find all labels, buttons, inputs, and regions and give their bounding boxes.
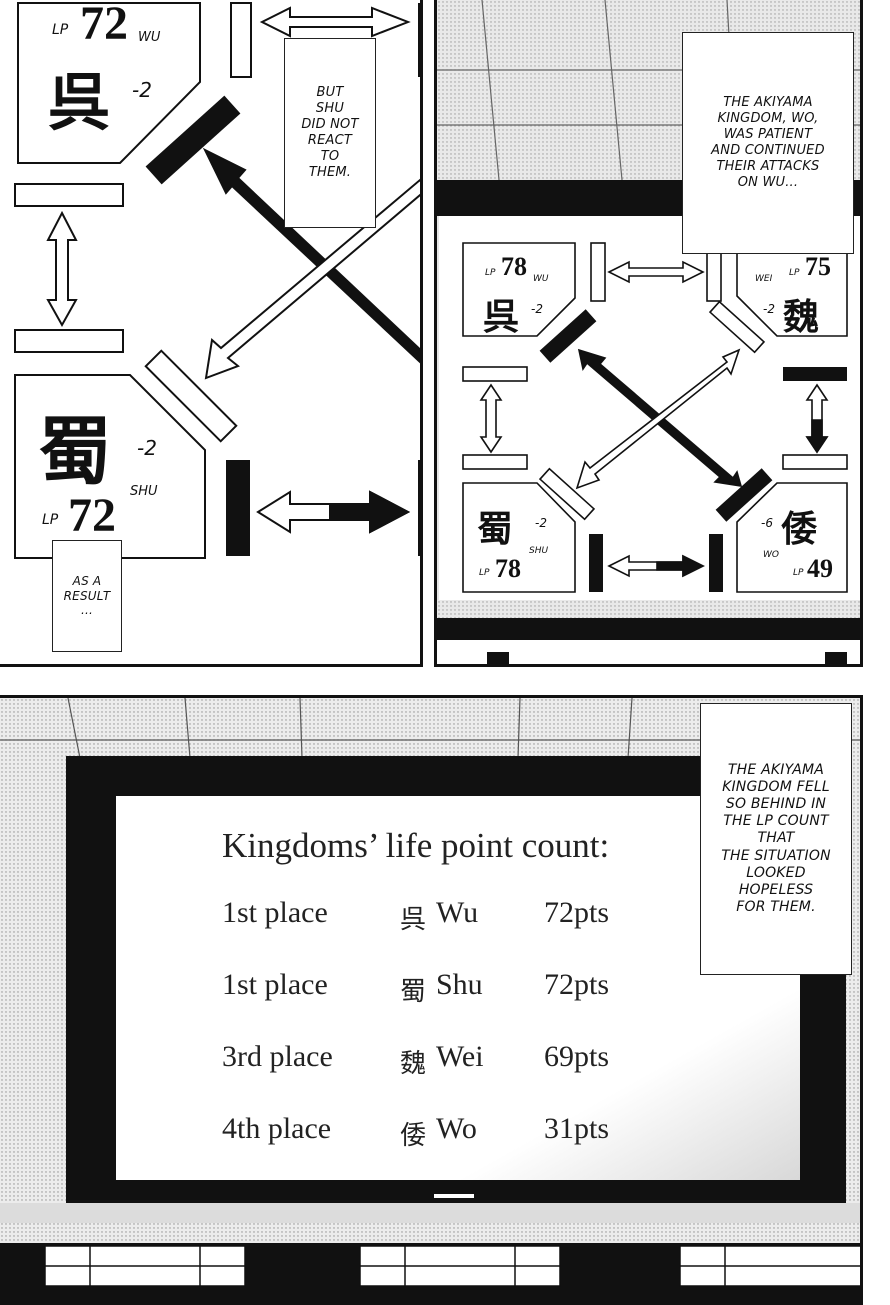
shu-small-kanji: 蜀	[477, 508, 514, 550]
place: 3rd place	[222, 1040, 333, 1073]
place: 1st place	[222, 896, 328, 929]
wall	[14, 329, 124, 353]
wei-small-delta: -2	[763, 302, 775, 316]
wall	[14, 183, 124, 207]
shu-small-lp: 78	[495, 554, 521, 583]
wu-name: WU	[138, 30, 161, 45]
points: 72pts	[544, 896, 610, 929]
wu-small	[462, 242, 576, 337]
place: 4th place	[222, 1112, 332, 1145]
kingdom-kanji: 呉	[400, 905, 427, 935]
points: 72pts	[544, 968, 610, 1001]
small-map-scene	[437, 0, 860, 664]
wu-small-kanji: 呉	[483, 296, 520, 338]
shu-lp-label: LP	[42, 512, 59, 528]
wo-small-kanji: 倭	[781, 508, 818, 550]
wei-small-kanji: 魏	[783, 296, 820, 338]
wei-small-lp: 75	[805, 252, 831, 281]
place: 1st place	[222, 968, 328, 1001]
wall-black	[418, 460, 420, 556]
shu-small	[462, 482, 576, 593]
wu-small-lp-label: LP	[485, 268, 496, 278]
wu-small-delta: -2	[531, 302, 543, 316]
panel-small-map: LP 78 WU 呉 -2 WEI LP 75 -2 魏 蜀 -2 SHU LP…	[434, 0, 863, 667]
kingdom-name: Wu	[436, 896, 479, 929]
wo-small-lp: 49	[807, 554, 833, 583]
score-row: 3rd place 魏 Wei 69pts	[116, 1040, 796, 1080]
wall-black	[226, 460, 250, 556]
shu-delta: -2	[137, 436, 157, 460]
shu-small-delta: -2	[535, 516, 547, 530]
wall	[230, 2, 252, 78]
scoreboard-screen: Kingdoms’ life point count: 1st place 呉 …	[116, 796, 800, 1180]
big-map-drawing	[14, 2, 420, 559]
wu-small-lp: 78	[501, 252, 527, 281]
kingdom-name: Wo	[436, 1112, 477, 1145]
wo-small-name: WO	[763, 550, 779, 560]
wu-small-name: WU	[533, 274, 549, 284]
points: 31pts	[544, 1112, 610, 1145]
scoreboard-title: Kingdoms’ life point count:	[222, 826, 610, 865]
shu-small-lp-label: LP	[479, 568, 490, 578]
wo-small	[736, 482, 848, 593]
kingdom-kanji: 倭	[400, 1121, 427, 1151]
score-row: 1st place 呉 Wu 72pts	[116, 896, 796, 936]
shu-kanji: 蜀	[38, 409, 112, 495]
wu-kanji: 呉	[48, 66, 111, 139]
wall	[144, 349, 238, 443]
wu-lp-value: 72	[80, 0, 128, 50]
caption-akiyama-wo: THE AKIYAMA KINGDOM, WO, WAS PATIENT AND…	[682, 32, 854, 254]
score-row: 4th place 倭 Wo 31pts	[116, 1112, 796, 1152]
wu-territory	[17, 2, 201, 164]
shu-territory	[14, 374, 206, 559]
score-row: 1st place 蜀 Shu 72pts	[116, 968, 796, 1008]
wu-lp-label: LP	[52, 22, 69, 38]
wall	[418, 3, 420, 77]
attack-arrows	[46, 6, 420, 534]
wall-black	[145, 95, 241, 185]
kingdom-kanji: 蜀	[400, 977, 427, 1007]
kingdom-name: Wei	[436, 1040, 484, 1073]
kingdom-kanji: 魏	[400, 1049, 427, 1079]
kingdom-name: Shu	[436, 968, 483, 1001]
caption-as-a-result: AS A RESULT ...	[52, 540, 122, 652]
shu-name: SHU	[130, 484, 158, 499]
wei-small-lp-label: LP	[789, 268, 800, 278]
caption-shu-no-react: BUT SHU DID NOT REACT TO THEM.	[284, 38, 376, 228]
shu-small-name: SHU	[529, 546, 549, 556]
caption-akiyama-fell: THE AKIYAMA KINGDOM FELL SO BEHIND IN TH…	[700, 703, 852, 975]
wo-small-lp-label: LP	[793, 568, 804, 578]
shu-lp-value: 72	[68, 489, 116, 542]
points: 69pts	[544, 1040, 610, 1073]
wu-delta: -2	[132, 78, 152, 102]
wei-small-name: WEI	[755, 274, 773, 284]
wo-small-delta: -6	[761, 516, 773, 530]
